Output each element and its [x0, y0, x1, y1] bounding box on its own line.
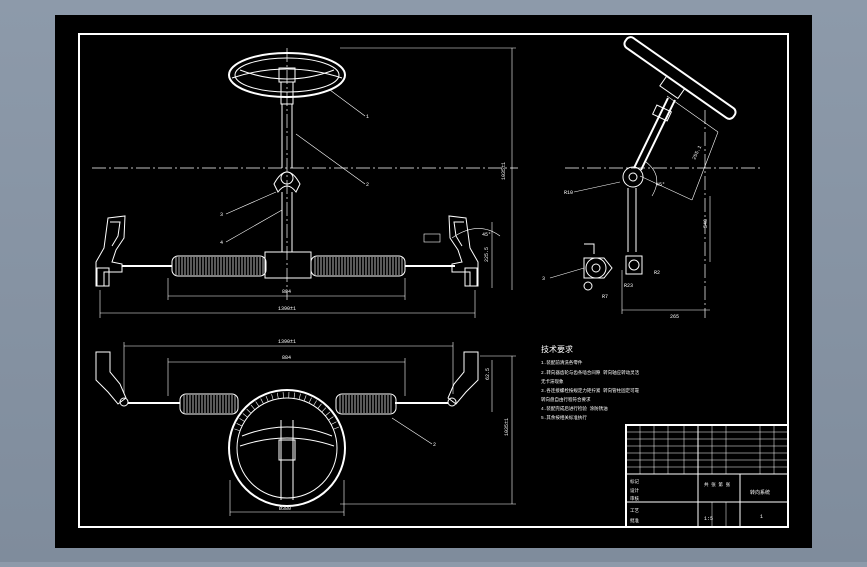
dim-right-height: 225.5 [484, 247, 490, 262]
dim-angle-front: 45° [482, 232, 491, 238]
label-r2: R2 [654, 270, 660, 276]
balloon-4: 4 [220, 240, 223, 246]
dim-rack-length: 884 [282, 289, 291, 295]
dim-overall-top: 1390±1 [278, 339, 296, 345]
dim-height-side: 540 [703, 219, 709, 228]
label-r10: R10 [564, 190, 573, 196]
tb-row-label-3: 审核 [630, 495, 639, 502]
label-r23: R23 [624, 283, 633, 289]
dim-angle-side: 45° [656, 182, 665, 188]
dim-side-small-top: 62.5 [485, 368, 491, 380]
tb-scale: 1:5 [704, 516, 713, 522]
balloon-1: 1 [366, 114, 369, 120]
tb-sheet: 1 [760, 514, 763, 520]
notes-line-2: 2.转向器齿轮与齿条啮合间隙 转向轴应转动灵活 [541, 369, 640, 376]
notes-line-3: 无卡滞现象 [541, 378, 564, 385]
dim-side-large-top: 1035±1 [504, 418, 510, 436]
dim-wheel-top: Ø380 [279, 505, 291, 512]
dim-vertical-total: 1035±1 [501, 162, 507, 180]
tb-row-label-4: 工艺 [630, 508, 639, 514]
dim-base-side: 265 [670, 314, 679, 320]
notes-line-6: 4.装配完成后进行检验 涂防锈油 [541, 405, 608, 412]
tb-row-label-2: 设计 [630, 487, 639, 494]
tb-row-label-5: 批准 [630, 517, 639, 524]
tb-row-label-1: 标记 [630, 478, 639, 485]
balloon-2: 2 [366, 182, 369, 188]
notes-line-5: 转向盘自由行程符合要求 [541, 396, 591, 403]
notes-line-7: 5.其余按相关标准执行 [541, 414, 587, 421]
dim-rack-top: 884 [282, 355, 291, 361]
label-r7: R7 [602, 294, 608, 300]
balloon-3: 3 [220, 212, 223, 218]
notes-line-1: 1.装配前清洗各零件 [541, 359, 583, 366]
dim-overall-width: 1390±1 [278, 306, 296, 312]
balloon-side-3: 3 [542, 276, 545, 282]
tb-drawing-name: 转向系统 [750, 489, 770, 496]
balloon-top-2: 2 [433, 442, 436, 448]
notes-line-4: 3.各连接螺栓按规定力矩拧紧 转向管柱固定可靠 [541, 387, 640, 394]
notes-heading: 技术要求 [541, 344, 573, 355]
tb-extra: 共 张 第 张 [704, 481, 731, 488]
